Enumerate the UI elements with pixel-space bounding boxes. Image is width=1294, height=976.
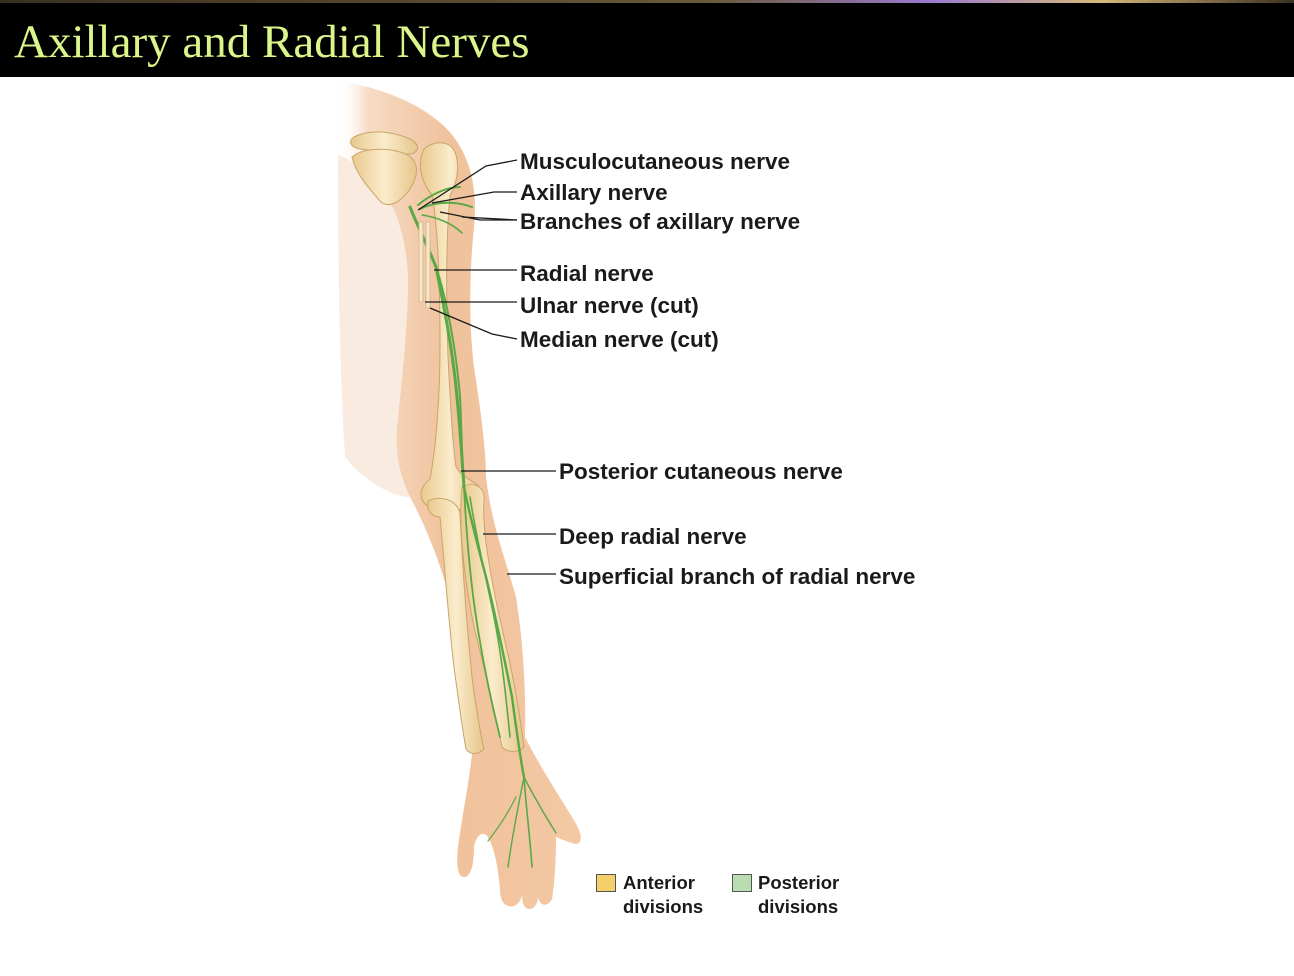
arm-shadow bbox=[338, 155, 410, 497]
legend-swatch-anterior bbox=[596, 874, 616, 892]
label-musculocutaneous-nerve: Musculocutaneous nerve bbox=[520, 149, 791, 174]
arm-nerve-diagram: Musculocutaneous nerve Axillary nerve Br… bbox=[0, 77, 1294, 976]
legend-posterior-line1: Posterior bbox=[758, 872, 840, 893]
label-deep-radial-nerve: Deep radial nerve bbox=[559, 524, 747, 549]
leader-lines bbox=[417, 159, 556, 575]
arm-illustration bbox=[338, 81, 581, 909]
title-bar: Axillary and Radial Nerves bbox=[0, 0, 1294, 77]
slide-title: Axillary and Radial Nerves bbox=[14, 16, 530, 68]
label-radial-nerve: Radial nerve bbox=[520, 261, 654, 286]
nerve-paths bbox=[408, 186, 557, 868]
cut-nerve-stubs bbox=[418, 221, 431, 309]
legend-anterior-line2: divisions bbox=[623, 896, 704, 917]
legend-anterior-line1: Anterior bbox=[623, 872, 695, 893]
label-superficial-radial-nerve: Superficial branch of radial nerve bbox=[559, 564, 916, 589]
clavicle-bone bbox=[350, 131, 418, 155]
scapula-bone bbox=[351, 148, 417, 205]
label-branches-axillary-nerve: Branches of axillary nerve bbox=[520, 209, 801, 234]
legend-posterior-line2: divisions bbox=[758, 896, 839, 917]
ulna-bone bbox=[427, 497, 485, 754]
label-ulnar-nerve: Ulnar nerve (cut) bbox=[520, 293, 699, 318]
label-axillary-nerve: Axillary nerve bbox=[520, 180, 668, 205]
label-posterior-cutaneous-nerve: Posterior cutaneous nerve bbox=[559, 459, 843, 484]
legend-swatch-posterior bbox=[732, 874, 752, 892]
decorative-top-strip bbox=[0, 0, 1294, 3]
radius-bone bbox=[460, 484, 525, 752]
label-median-nerve: Median nerve (cut) bbox=[520, 327, 719, 352]
